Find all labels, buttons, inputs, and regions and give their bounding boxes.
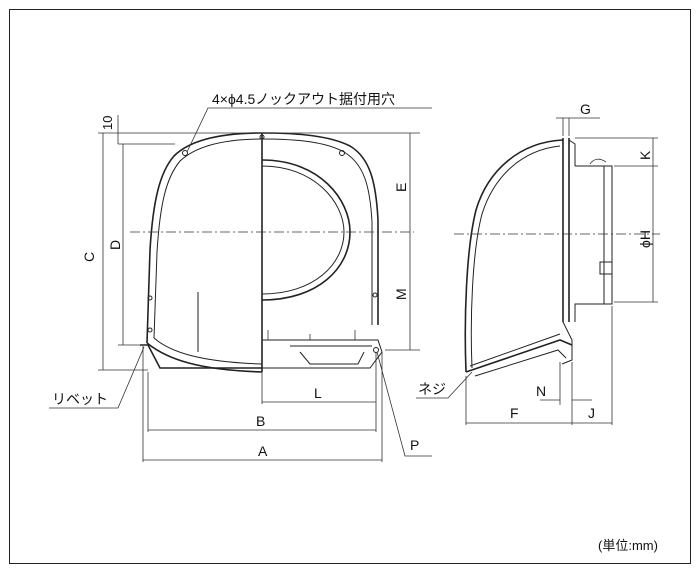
dim-f-label: F: [510, 405, 519, 421]
dim-n-label: N: [536, 383, 546, 399]
dim-a-label: A: [258, 443, 268, 459]
labels: 4×ϕ4.5ノックアウト据付用穴 10 C D E M L B A P リベット…: [52, 91, 658, 553]
dim-j-label: J: [588, 405, 595, 421]
rivet-label: リベット: [52, 391, 108, 407]
front-view: [130, 132, 414, 373]
dim-m-label: M: [393, 288, 409, 300]
unit-label: (単位:mm): [598, 538, 658, 553]
dim-g-label: G: [580, 101, 591, 117]
side-dimensions: [416, 117, 658, 425]
dim-10-label: 10: [100, 116, 115, 130]
dim-p-label: P: [410, 437, 419, 453]
dim-l-label: L: [314, 385, 322, 401]
knockout-note: 4×ϕ4.5ノックアウト据付用穴: [212, 91, 395, 107]
drawing-frame: [9, 9, 691, 564]
screw-label: ネジ: [418, 381, 446, 397]
dim-d-label: D: [107, 240, 123, 250]
dim-b-label: B: [256, 413, 265, 429]
side-view: [454, 138, 660, 377]
dim-c-label: C: [81, 252, 97, 262]
front-dimensions: [49, 107, 432, 462]
dim-e-label: E: [393, 183, 409, 192]
dim-phih-label: ϕH: [637, 230, 653, 248]
dim-k-label: K: [637, 150, 653, 160]
